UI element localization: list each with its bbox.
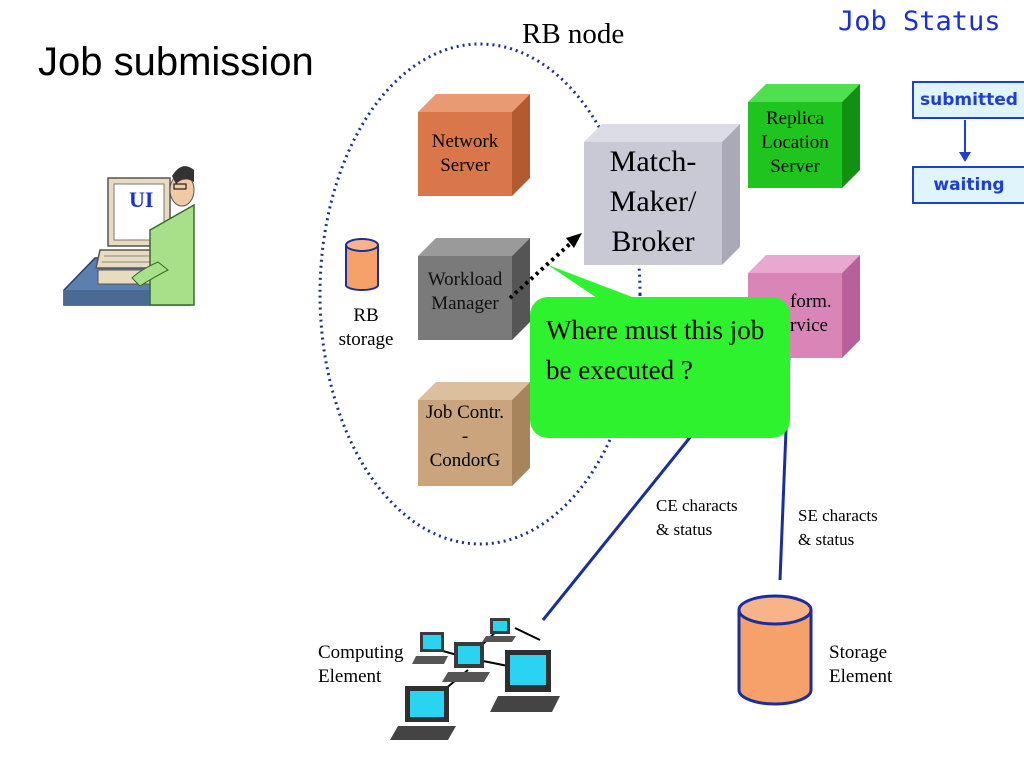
ce-link-label: CE characts & status: [656, 496, 738, 539]
status-submitted: submitted: [912, 81, 1024, 119]
replica-location-server-box: [748, 84, 860, 188]
callout-bubble-shape: [530, 265, 790, 438]
status-arrow-head: [959, 152, 971, 162]
network-server-label: Network Server: [431, 131, 499, 176]
match-maker-label: Match- Maker/ Broker: [609, 145, 697, 258]
replica-location-server-label: Replica Location Server: [761, 108, 829, 177]
rb-node-boundary: [318, 42, 642, 546]
page-title: Job submission: [38, 40, 314, 84]
computing-element-network: [390, 618, 560, 740]
status-waiting: waiting: [912, 166, 1024, 204]
se-link-label: SE characts & status: [798, 506, 878, 549]
ui-workstation-illustration: [63, 166, 195, 306]
info-service-label: form. rvice: [790, 291, 832, 336]
job-status-heading: Job Status: [838, 6, 1001, 37]
network-server-box: [418, 94, 530, 196]
wm-to-mm-arrowhead: [566, 233, 582, 248]
rb-storage-label: RB storage: [338, 305, 394, 350]
match-maker-box: [584, 124, 740, 265]
job-controller-label: Job Contr. - CondorG: [425, 402, 505, 471]
job-controller-box: [418, 382, 530, 486]
computing-element-label: Computing Element: [318, 642, 404, 687]
storage-element-cylinder: [737, 594, 813, 706]
storage-element-label: Storage Element: [829, 642, 893, 687]
rb-node-label: RB node: [522, 18, 625, 50]
ui-label: UI: [129, 187, 154, 212]
ce-link-line: [541, 424, 702, 621]
workload-manager-label: Workload Manager: [427, 269, 503, 314]
rb-storage-cylinder: [345, 238, 379, 291]
callout-text: Where must this job be executed ?: [546, 315, 765, 385]
